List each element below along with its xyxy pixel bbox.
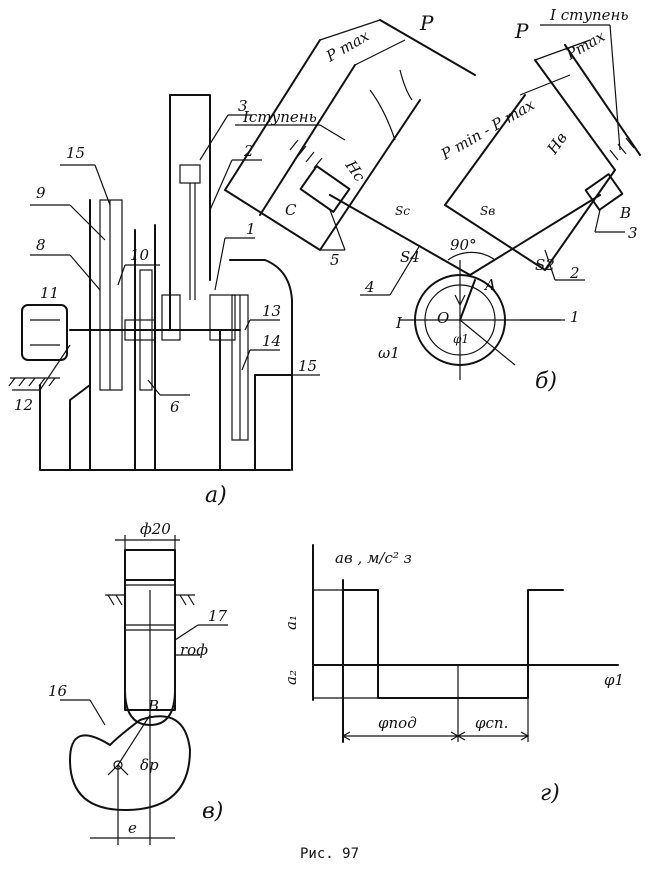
part-9-label: 15: [66, 144, 85, 162]
part-3-label: 3: [238, 97, 248, 115]
sc-label: Sc: [395, 204, 410, 218]
phi-sp-label: φсп.: [475, 714, 508, 732]
p1max-label: Pmax: [562, 27, 608, 64]
roller-label: rоф: [180, 641, 208, 659]
part-16-label: 16: [48, 682, 68, 700]
pmin-label: P min - P max: [437, 95, 538, 164]
sb-label: Sв: [480, 204, 495, 218]
figure-a-gearbox: [8, 94, 320, 471]
figure-a-letter: а): [205, 483, 227, 508]
part-11-label: 11: [40, 284, 59, 302]
s4-label: S4: [400, 248, 420, 266]
figure-v-cam: [60, 535, 228, 845]
phi-pod-label: φпод: [378, 714, 417, 732]
part-15-label: 15: [298, 357, 317, 375]
part-3-b-label: 3: [628, 224, 638, 242]
force-p2-label: P: [419, 11, 434, 35]
part-13-label: 13: [262, 302, 281, 320]
part-12-label: 12: [14, 396, 33, 414]
point-c-label: C: [285, 201, 297, 219]
point-a-label: A: [483, 276, 496, 294]
part-2-b-label: 2: [569, 264, 580, 282]
point-o-label: O: [437, 309, 449, 327]
y-axis-label: aв , м/c² з: [335, 549, 412, 567]
phi1-label: φ1: [453, 332, 469, 346]
figure-g-letter: г): [540, 781, 560, 806]
figure-v-labels: ф20 17 rоф 16 B δр e в): [48, 520, 228, 837]
diameter-label: ф20: [140, 520, 171, 538]
part-10-label: 10: [130, 246, 150, 264]
part-1-label: 1: [246, 220, 256, 238]
part-7-label: 8: [36, 236, 46, 254]
x-axis-label: φ1: [604, 671, 624, 689]
e-label: e: [128, 819, 137, 837]
a2-label: a₂: [282, 670, 300, 685]
a1-label: a₁: [282, 615, 300, 630]
part-17-label: 17: [208, 607, 228, 625]
stage-two-label: Iступень: [242, 108, 317, 126]
part-6-label: 6: [170, 398, 180, 416]
point-b-label: B: [619, 204, 631, 222]
figure-b-mechanism: [224, 19, 641, 380]
s2-label: S2: [535, 256, 555, 274]
figure-g-labels: aв , м/c² з a₁ a₂ φ1 φпод φсп. г): [282, 549, 624, 806]
part-2-label: 2: [243, 142, 254, 160]
stage-one-label: I ступень: [549, 6, 629, 24]
part-1-b-label: 1: [570, 308, 580, 326]
omega1-label: ω1: [378, 344, 400, 362]
part-4-b-label: 4: [364, 278, 375, 296]
figure-caption: Рис. 97: [300, 846, 359, 862]
part-1b-mark: I: [395, 314, 403, 332]
delta-p-label: δр: [140, 756, 159, 774]
figure-v-letter: в): [202, 799, 223, 824]
hb-label: Hв: [543, 129, 571, 158]
figure-b-letter: б): [535, 369, 557, 394]
figure-g-graph: [312, 544, 619, 743]
part-14-label: 14: [262, 332, 281, 350]
angle-90-label: 90°: [450, 236, 477, 254]
point-b-cam-label: B: [147, 697, 159, 715]
part-8-label: 9: [36, 184, 46, 202]
force-p1-label: P: [514, 19, 529, 43]
figure-a-labels: 15 9 8 10 3 2 1 13 14 15 6 11 12 а): [14, 97, 317, 508]
part-5-b-label: 5: [330, 251, 340, 269]
